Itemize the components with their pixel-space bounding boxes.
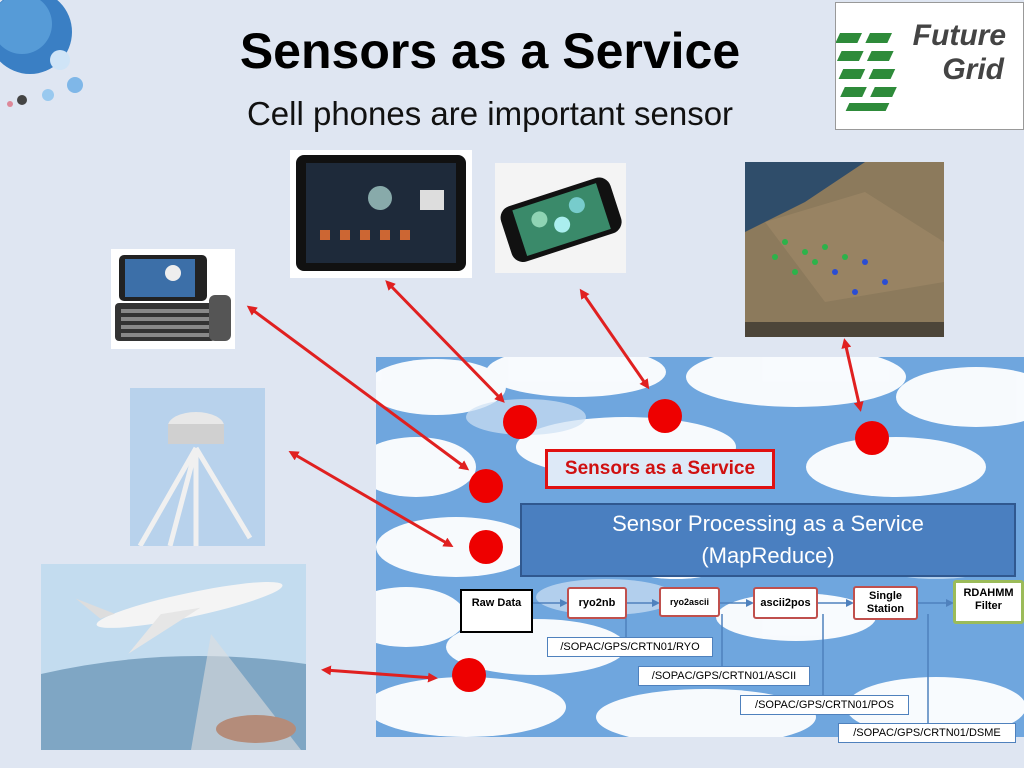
path-ascii: /SOPAC/GPS/CRTN01/ASCII — [638, 666, 810, 686]
arrow-map — [841, 338, 864, 412]
processing-subtitle: (MapReduce) — [701, 543, 835, 568]
sensor-processing-box: Sensor Processing as a Service (MapReduc… — [520, 503, 1016, 577]
path-ryo: /SOPAC/GPS/CRTN01/RYO — [547, 637, 713, 657]
sensor-dot — [648, 399, 682, 433]
sensor-dot — [469, 469, 503, 503]
svg-text:Future: Future — [913, 19, 1006, 52]
path-pos: /SOPAC/GPS/CRTN01/POS — [740, 695, 909, 715]
satellite-map-image — [745, 162, 944, 337]
globe-icon — [0, 0, 110, 118]
tablet-image — [290, 150, 472, 278]
step-ryo2ascii: ryo2ascii — [659, 587, 720, 617]
sensor-dot — [469, 530, 503, 564]
step-raw-data: Raw Data — [460, 589, 533, 633]
futuregrid-logo: Future Grid — [835, 2, 1024, 130]
airplane-image — [41, 564, 306, 750]
gps-antenna-image — [130, 388, 265, 546]
step-ascii2pos: ascii2pos — [753, 587, 818, 619]
arrow-slider — [246, 305, 470, 471]
svg-text:Grid: Grid — [942, 53, 1004, 86]
sensor-dot — [855, 421, 889, 455]
processing-title: Sensor Processing as a Service — [612, 511, 924, 536]
step-single-station: Single Station — [853, 586, 918, 620]
arrow-airplane — [321, 665, 438, 683]
slider-phone-image — [111, 249, 235, 349]
arrow-phone — [579, 288, 650, 390]
arrow-tablet — [385, 280, 505, 403]
sensor-dot — [503, 405, 537, 439]
slide-subtitle: Cell phones are important sensor — [246, 95, 734, 132]
sensor-dot — [452, 658, 486, 692]
path-dsme: /SOPAC/GPS/CRTN01/DSME — [838, 723, 1016, 743]
slide-title: Sensors as a Service — [239, 23, 741, 79]
smartphone-image — [495, 163, 626, 273]
arrow-antenna — [288, 450, 454, 548]
step-ryo2nb: ryo2nb — [567, 587, 627, 619]
sensors-as-a-service-label: Sensors as a Service — [545, 449, 775, 489]
step-rdahmm-filter: RDAHMM Filter — [953, 580, 1024, 624]
